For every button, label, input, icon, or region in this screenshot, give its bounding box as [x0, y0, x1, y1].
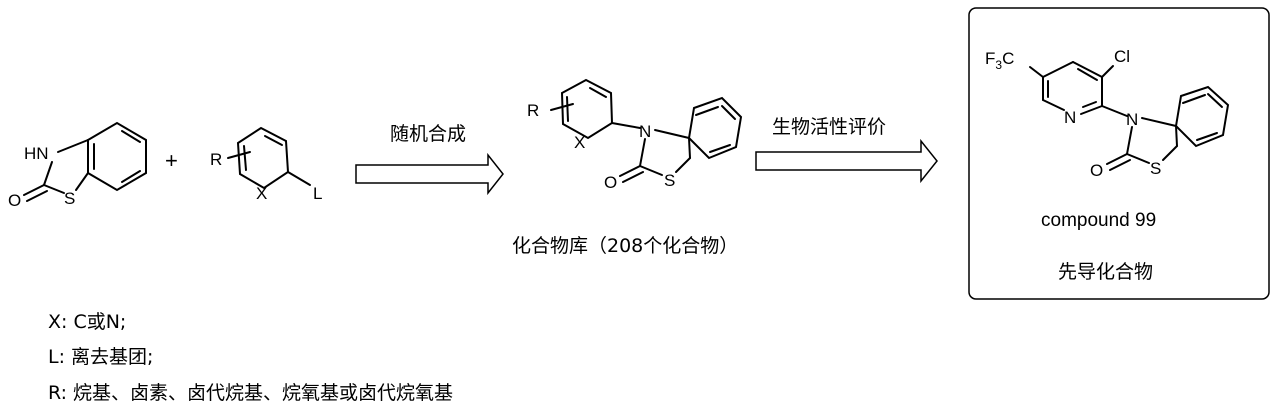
carbonyl-bond [619, 165, 641, 177]
pyridyl-n-bond [1101, 105, 1128, 117]
atom-n: N [639, 122, 651, 141]
double-bond [121, 130, 141, 143]
c-n-bond [57, 139, 89, 153]
r-bond [227, 151, 251, 159]
c-s-bond [639, 165, 663, 176]
atom-o: O [8, 191, 21, 210]
n-c-bond [639, 138, 646, 167]
atom-o: O [604, 173, 617, 192]
n-c-bond [654, 129, 690, 139]
double-bond [721, 105, 736, 120]
atom-s: S [64, 189, 75, 208]
cf3-bond [1029, 66, 1044, 78]
atom-x: X [256, 184, 267, 203]
ring-fusion-bond [688, 137, 691, 159]
double-bond [1207, 93, 1223, 108]
legend-l: L: 离去基团; [48, 346, 154, 368]
c-l-bond [287, 171, 311, 186]
c-s-bond [43, 184, 65, 194]
reaction-arrow-1 [355, 152, 504, 196]
atom-x: X [574, 133, 585, 152]
double-bond [1077, 68, 1098, 81]
legend-x: X: C或N; [48, 311, 127, 333]
atom-f3c: F3C [985, 49, 1014, 72]
carbonyl-bond [1109, 159, 1131, 171]
c-cl-bond [1101, 65, 1114, 78]
carbonyl-bond [26, 190, 48, 202]
ring-fusion-bond [1175, 125, 1178, 147]
library-caption: 化合物库（208个化合物） [512, 235, 738, 257]
legend-r: R: 烷基、卤素、卤代烷基、烷氧基或卤代烷氧基 [48, 382, 454, 404]
compound-name: compound 99 [1041, 210, 1156, 231]
atom-n-pyridine: N [1064, 108, 1076, 127]
s-c-bond [1162, 145, 1178, 161]
atom-s: S [1150, 159, 1161, 178]
double-bond [1196, 132, 1218, 141]
atom-n: N [1126, 110, 1138, 129]
atom-r: R [210, 150, 222, 169]
double-bond [121, 170, 141, 183]
lead-caption: 先导化合物 [1058, 261, 1153, 283]
step1-label: 随机合成 [390, 123, 466, 145]
ring-bond [1042, 99, 1065, 111]
plus-sign: + [165, 148, 178, 173]
aryl-halide-structure [227, 126, 311, 190]
n-c-bond [1126, 126, 1133, 155]
s-c-bond [75, 172, 89, 191]
carbonyl-bond [622, 171, 644, 183]
double-bond [264, 135, 283, 146]
n-c-bond [1141, 117, 1177, 127]
atom-l: L [313, 184, 322, 203]
benzene-ring [87, 121, 147, 192]
carbonyl-bond [23, 184, 45, 196]
atom-r: R [527, 101, 539, 120]
ring-bond [1042, 61, 1074, 78]
step2-label: 生物活性评价 [772, 116, 886, 138]
ring-bond [1072, 61, 1103, 78]
c-s-bond [1126, 153, 1150, 164]
double-bond [695, 106, 719, 116]
ring-bond [1080, 105, 1103, 115]
double-bond [566, 96, 569, 122]
s-c-bond [675, 157, 691, 173]
library-structure [550, 78, 743, 183]
double-bond [1082, 101, 1097, 108]
reaction-arrow-2 [755, 138, 938, 184]
aryl-n-bond [611, 122, 641, 129]
atom-o: O [1090, 161, 1103, 180]
aryl-ring [560, 78, 614, 140]
benzothiazolone-structure [23, 121, 147, 202]
double-bond [243, 145, 247, 171]
lead-compound-structure [1029, 61, 1230, 171]
double-bond [709, 144, 731, 153]
n-c-bond [43, 161, 53, 186]
double-bond [1182, 94, 1206, 104]
r-bond [550, 103, 574, 111]
carbonyl-bond [1106, 153, 1128, 165]
atom-hn: HN [24, 144, 49, 163]
atom-s: S [664, 171, 675, 190]
atom-cl: Cl [1114, 47, 1130, 66]
benzene-ring [687, 96, 743, 160]
double-bond [589, 87, 607, 98]
